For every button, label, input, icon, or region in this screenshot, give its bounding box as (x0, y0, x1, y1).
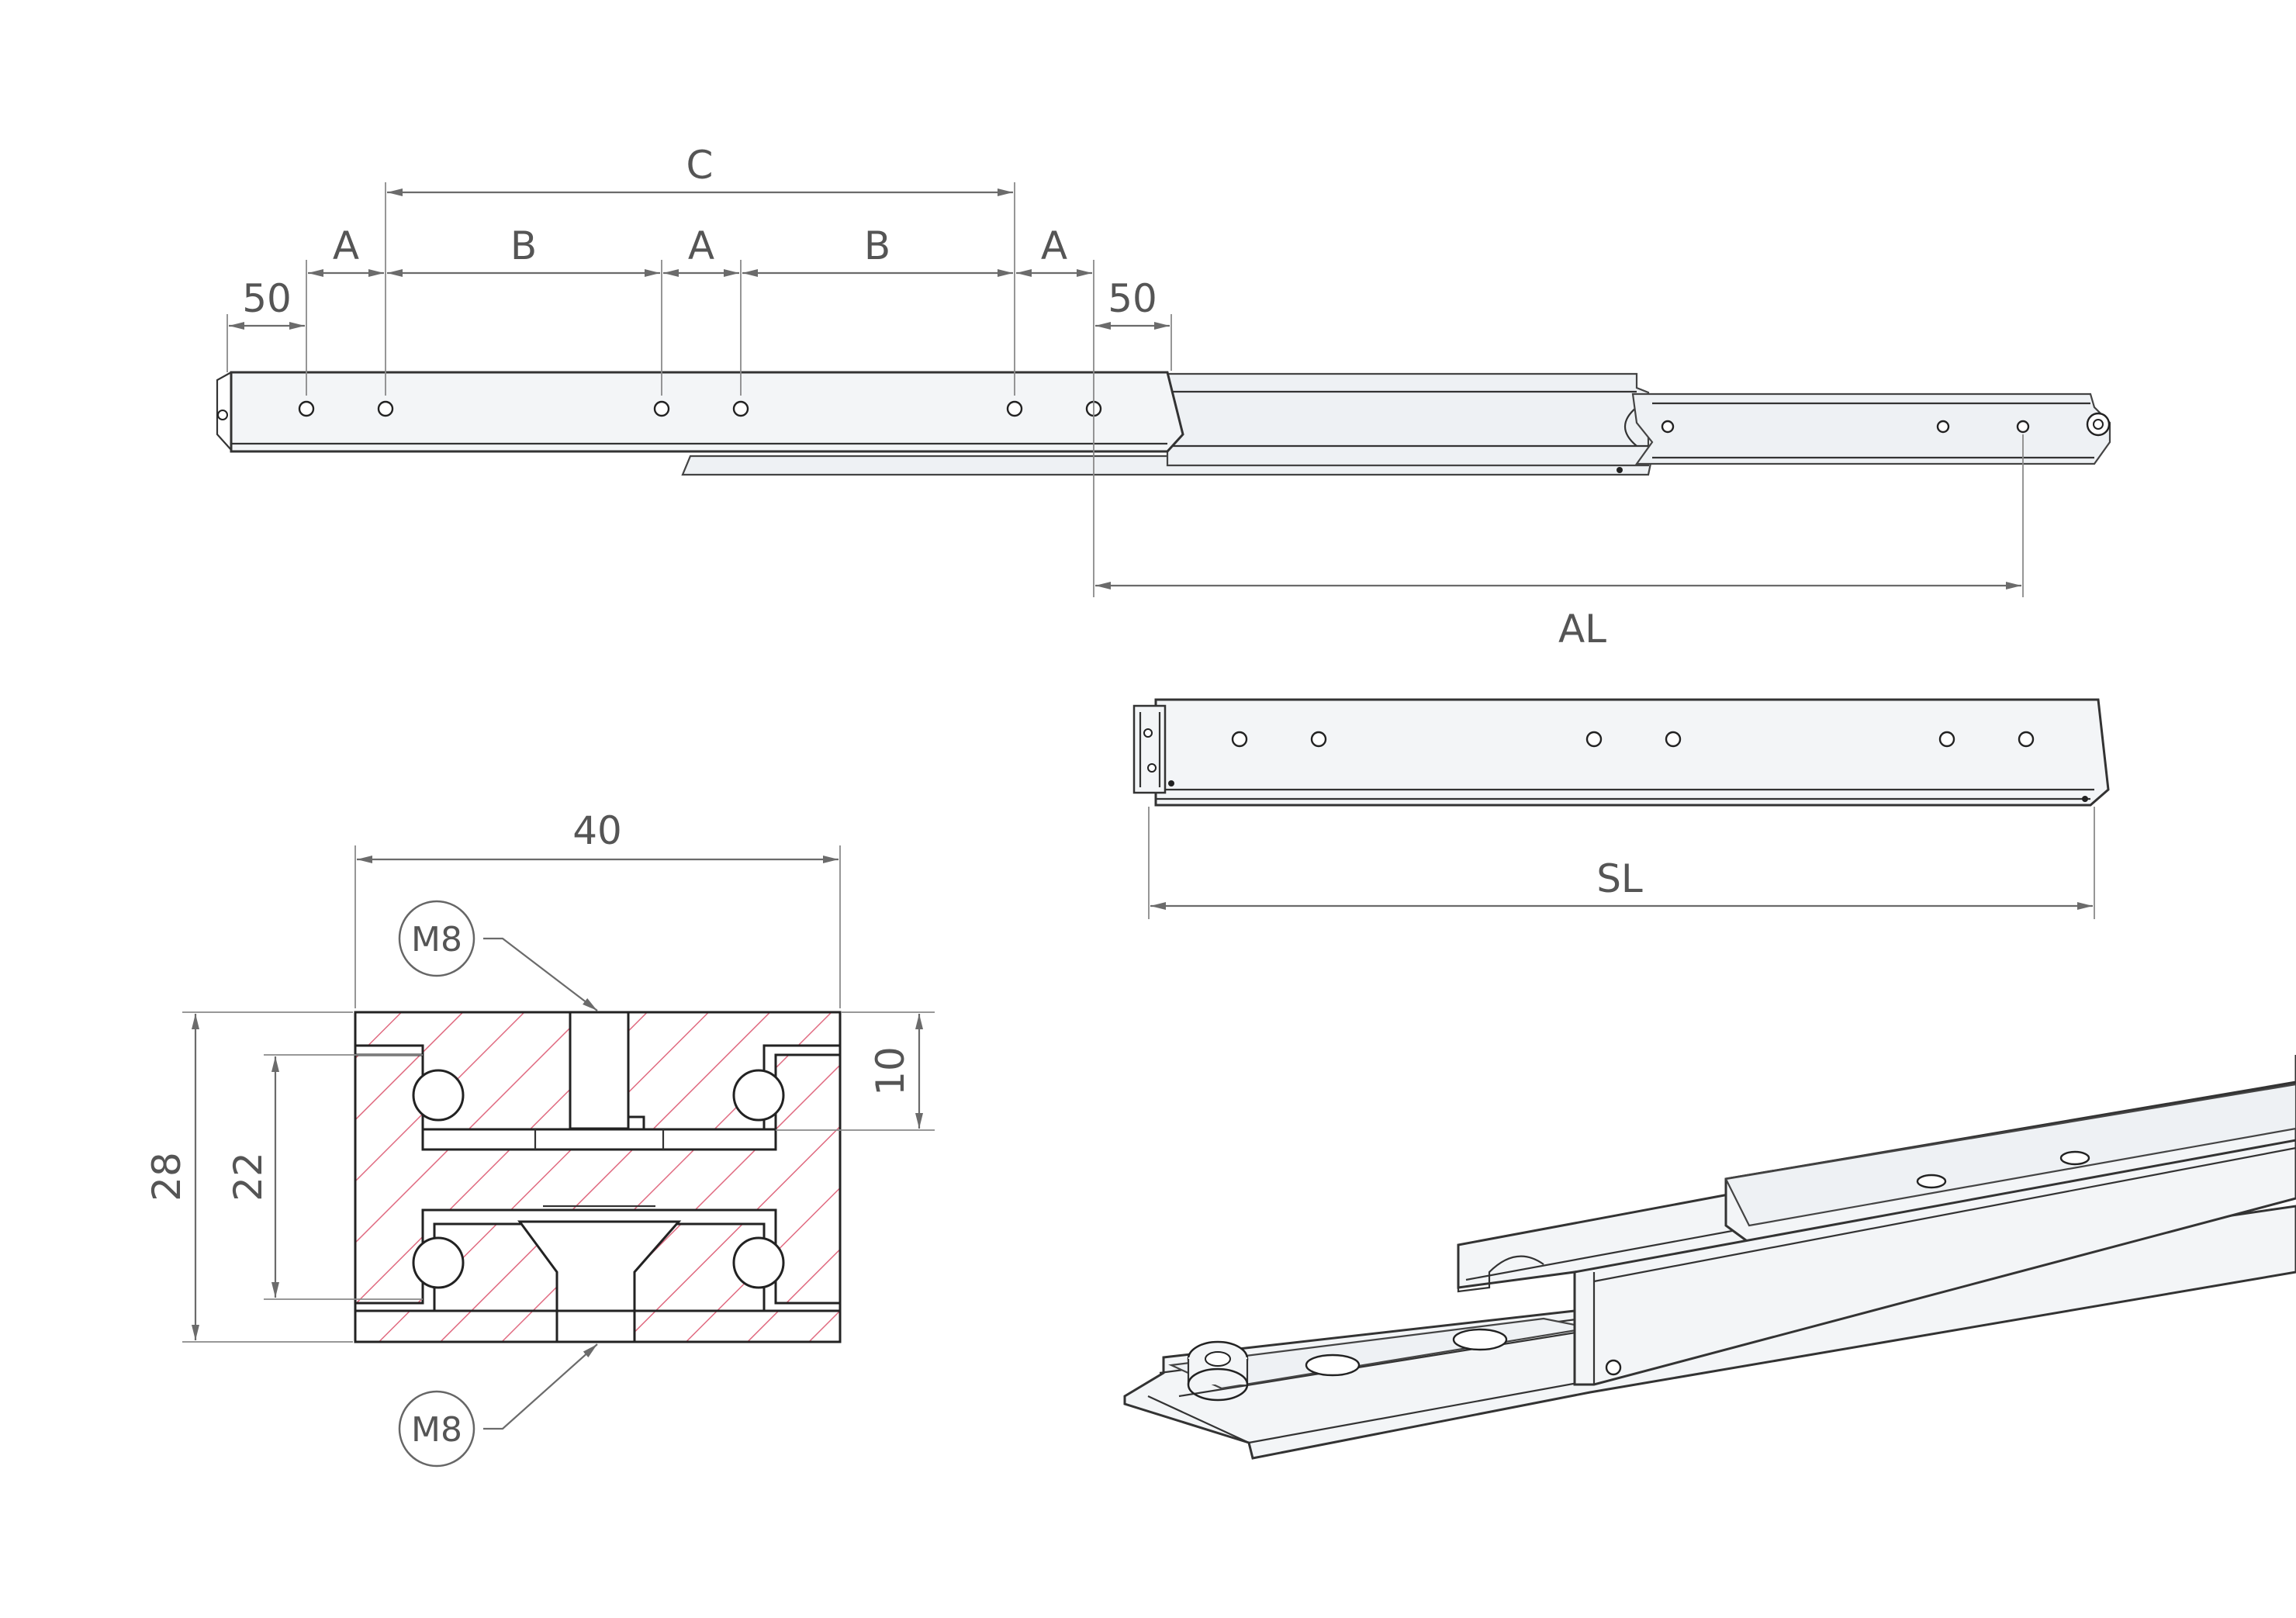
iso-hole (2059, 1150, 2090, 1166)
rail-hole (653, 400, 670, 417)
middle-rail (1166, 372, 1650, 467)
dim-end-left: 50 (242, 276, 292, 321)
rail-hole (1231, 731, 1248, 748)
dim-sl: SL (1596, 856, 1643, 901)
thread-callout-bottom (398, 1390, 475, 1468)
rail-hole (1310, 731, 1327, 748)
rail-hole (1936, 420, 1950, 434)
rail-hole (298, 400, 315, 417)
dim-height-inner: 22 (226, 1152, 271, 1201)
thread-label-top: M8 (411, 920, 462, 959)
rail-hole (377, 400, 394, 417)
fixed-rail-end (216, 372, 232, 451)
ball-bearing-icon (732, 1069, 785, 1122)
rail-hole (1661, 420, 1675, 434)
rail-hole (1665, 731, 1682, 748)
ball-bearing-icon (732, 1236, 785, 1289)
dim-al: AL (1558, 607, 1606, 652)
iso-top-surface (1724, 1083, 2296, 1227)
dim-height-top: 10 (868, 1046, 913, 1096)
dim-b1: B (510, 223, 537, 268)
dim-b2: B (864, 223, 890, 268)
dim-height-total: 28 (144, 1152, 189, 1201)
dim-a2: A (688, 223, 714, 268)
iso-hole (1452, 1328, 1508, 1351)
fixed-rail (230, 371, 1184, 453)
iso-front-rail (1573, 1139, 2296, 1386)
rail-hole (1938, 731, 1955, 748)
ball-bearing-icon (412, 1069, 465, 1122)
extended-slide-view: 50 A B A B A 50 C AL (216, 143, 2111, 652)
iso-screw-icon (1605, 1359, 1622, 1376)
isometric-view (1123, 1055, 2296, 1460)
moving-rail (1631, 392, 2111, 465)
rail-hole (1006, 400, 1023, 417)
rail-hole (2018, 731, 2035, 748)
ball-bearing-icon (412, 1236, 465, 1289)
dim-width: 40 (572, 808, 622, 853)
dim-end-right: 50 (1108, 276, 1157, 321)
iso-hole (1305, 1354, 1361, 1377)
dim-c: C (686, 143, 714, 188)
thread-callout-top (398, 900, 475, 977)
top-bore (569, 1011, 630, 1130)
middle-rail-notch (1624, 406, 1637, 447)
iso-hole (1916, 1174, 1947, 1189)
rail-hole (1585, 731, 1603, 748)
dim-a1: A (333, 223, 359, 268)
cross-section-view: 40 28 22 10 M8 M8 (144, 808, 935, 1468)
rail-hole (732, 400, 749, 417)
rail-hole (2016, 420, 2030, 434)
slide-length-view: SL (1132, 698, 2110, 919)
thread-label-bottom: M8 (411, 1410, 462, 1450)
dim-a3: A (1041, 223, 1067, 268)
